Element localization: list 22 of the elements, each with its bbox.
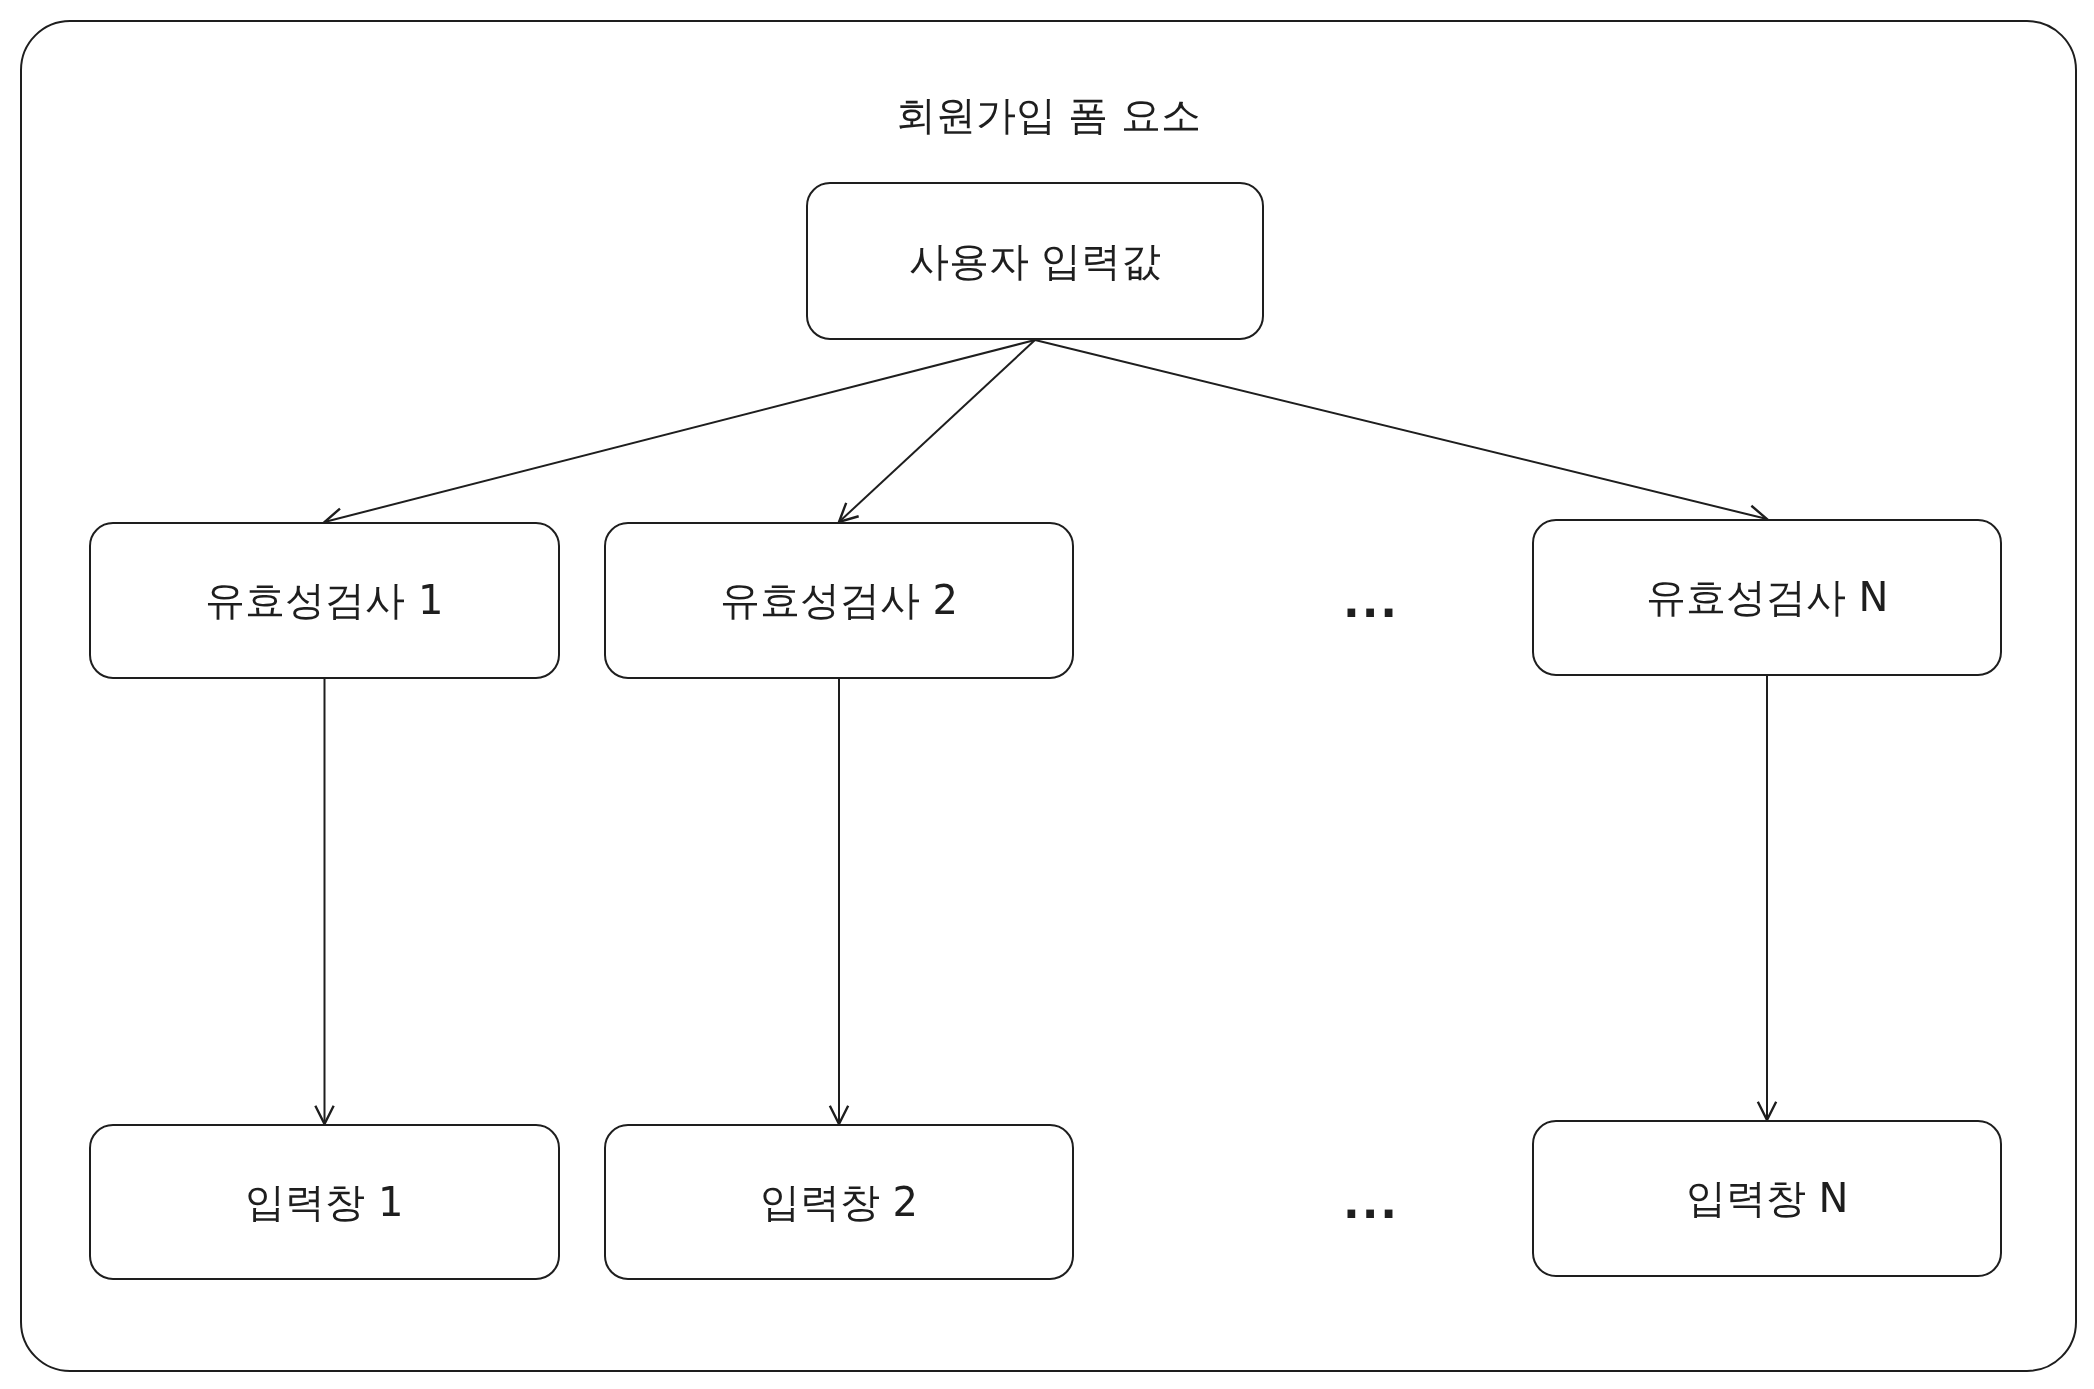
process-box: [604, 1124, 1074, 1280]
container-title: 회원가입 폼 요소: [894, 91, 1203, 140]
ellipsis-text: ···: [1342, 586, 1400, 638]
node-label: 유효성검사 1: [205, 576, 444, 625]
arrow: [837, 339, 1036, 524]
process-box: [89, 522, 560, 679]
node-label: 유효성검사 N: [1645, 573, 1889, 622]
node-label: 유효성검사 2: [719, 576, 959, 625]
arrow: [828, 678, 850, 1126]
process-box: [806, 182, 1264, 340]
container-box: [20, 20, 2077, 1372]
node-label: 사용자 입력값: [908, 236, 1162, 286]
process-box: [89, 1124, 560, 1280]
arrow: [314, 678, 335, 1126]
process-box: [1532, 519, 2002, 676]
process-box: [604, 522, 1074, 679]
process-box: [1532, 1120, 2002, 1277]
node-label: 입력창 1: [245, 1177, 404, 1227]
ellipsis-text: ···: [1342, 1187, 1400, 1239]
arrow: [1756, 675, 1778, 1122]
node-label: 입력창 2: [759, 1177, 919, 1227]
node-label: 입력창 N: [1685, 1174, 1849, 1223]
